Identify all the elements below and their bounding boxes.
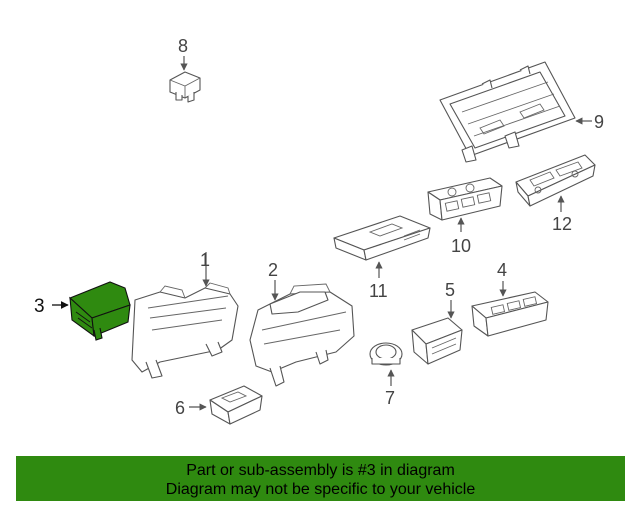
part-7-knob bbox=[369, 342, 403, 366]
callout-8: 8 bbox=[178, 36, 188, 56]
part-5-switch bbox=[411, 317, 463, 365]
parts-diagram: 8 9 12 10 11 bbox=[34, 36, 604, 425]
part-4-button-panel bbox=[471, 291, 549, 337]
part-1-cluster-housing bbox=[131, 282, 239, 379]
banner-line-2: Diagram may not be specific to your vehi… bbox=[165, 481, 476, 498]
fitment-banner: Part or sub-assembly is #3 in diagram Di… bbox=[16, 456, 625, 501]
part-3-highlighted-module bbox=[68, 281, 131, 341]
part-8-clip bbox=[169, 71, 201, 103]
part-6-switch bbox=[209, 385, 263, 425]
callout-6: 6 bbox=[175, 398, 185, 418]
part-11-module-box bbox=[333, 215, 431, 261]
callout-5: 5 bbox=[445, 280, 455, 300]
callout-4: 4 bbox=[497, 260, 507, 280]
part-9-display-bracket bbox=[439, 61, 576, 163]
banner-line-1: Part or sub-assembly is #3 in diagram bbox=[186, 462, 455, 479]
part-2-cluster-bezel bbox=[249, 283, 355, 387]
callout-11: 11 bbox=[369, 281, 388, 301]
callout-7: 7 bbox=[385, 388, 395, 408]
callout-10: 10 bbox=[451, 236, 471, 256]
callout-12: 12 bbox=[552, 214, 572, 234]
callout-9: 9 bbox=[594, 112, 604, 132]
callout-2: 2 bbox=[268, 260, 278, 280]
callout-1: 1 bbox=[200, 250, 210, 270]
part-12-control-panel bbox=[515, 154, 596, 207]
callout-3: 3 bbox=[34, 296, 45, 317]
part-10-switch-module bbox=[427, 177, 503, 221]
